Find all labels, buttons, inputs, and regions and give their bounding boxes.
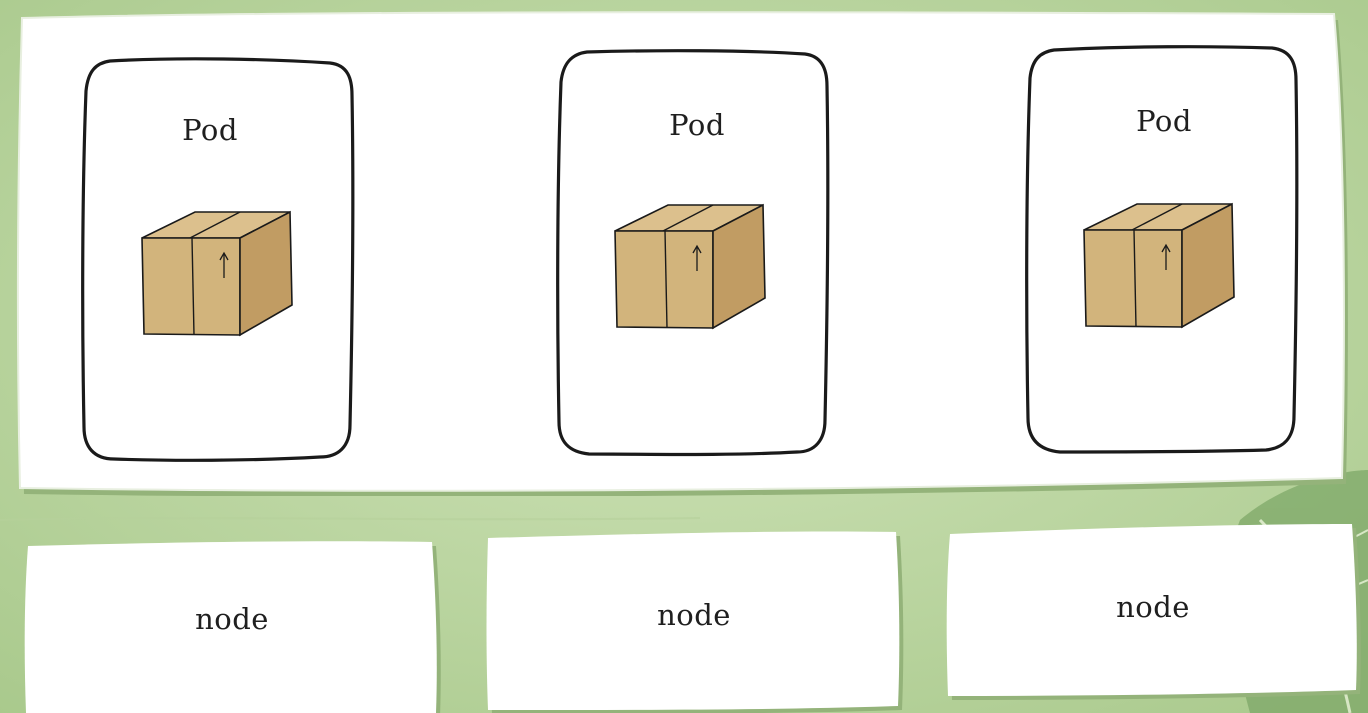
- node-card: [486, 531, 904, 713]
- pod-2[interactable]: Pod: [555, 48, 831, 458]
- node-card: [946, 524, 1361, 700]
- pod-3[interactable]: Pod: [1024, 44, 1300, 454]
- pod-label: Pod: [182, 113, 238, 147]
- pod-label: Pod: [1136, 104, 1192, 138]
- node-3[interactable]: node: [944, 522, 1362, 702]
- node-label: node: [195, 602, 269, 636]
- node-label: node: [657, 598, 731, 632]
- cardboard-box-icon: [1083, 202, 1235, 329]
- cardboard-box-icon: [614, 203, 766, 330]
- node-2[interactable]: node: [484, 528, 904, 713]
- node-label: node: [1116, 590, 1190, 624]
- node-1[interactable]: node: [22, 538, 442, 713]
- pod-label: Pod: [669, 108, 725, 142]
- cardboard-box-icon: [141, 210, 293, 337]
- pod-1[interactable]: Pod: [80, 55, 356, 465]
- node-card: [24, 541, 441, 713]
